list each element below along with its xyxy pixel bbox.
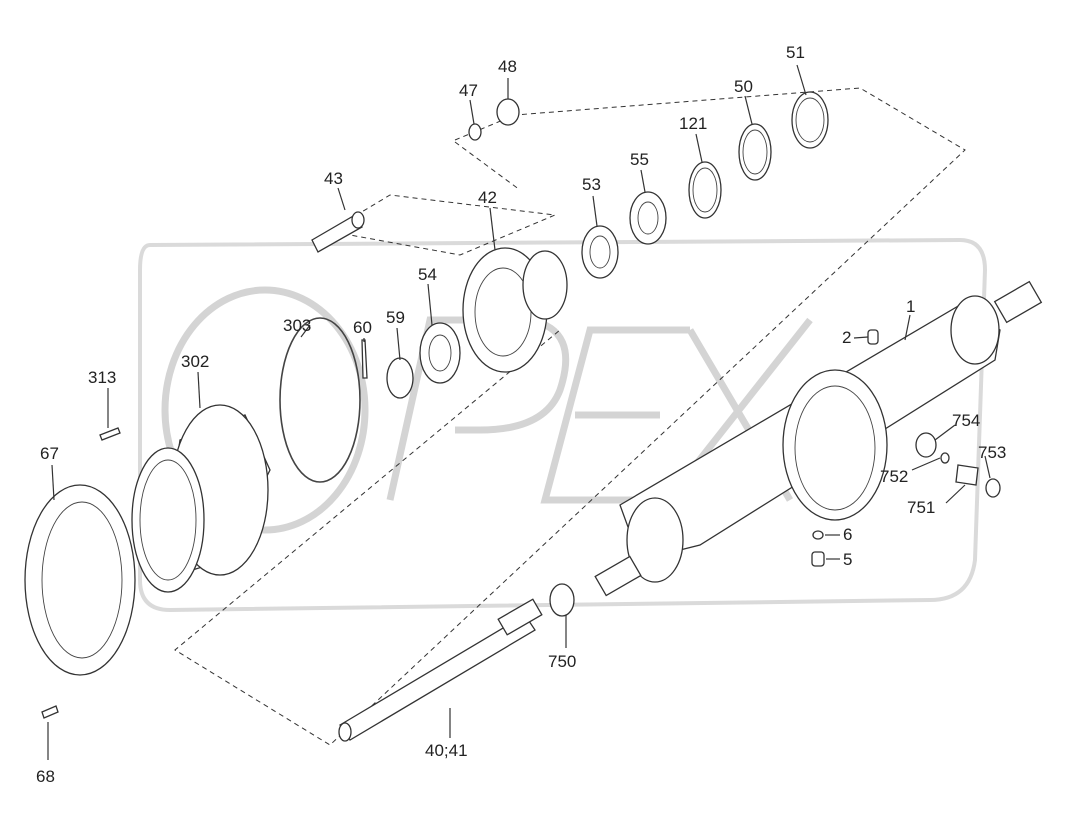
- label-121: 121: [679, 114, 707, 133]
- nut-part-48: [496, 98, 520, 126]
- label-6: 6: [843, 525, 852, 544]
- label-67: 67: [40, 444, 59, 463]
- label-43: 43: [324, 169, 343, 188]
- label-750: 750: [548, 652, 576, 671]
- label-1: 1: [906, 297, 915, 316]
- label-751: 751: [907, 498, 935, 517]
- axle-housing-part-1: [594, 280, 1043, 597]
- sleeve-part-750: [549, 583, 575, 617]
- label-303: 303: [283, 316, 311, 335]
- watermark-letter-e: [540, 326, 690, 504]
- part-labels: 51 50 121 55 53 48 47 43 42 54 59 60 303…: [36, 43, 1006, 786]
- label-53: 53: [582, 175, 601, 194]
- washer-part-754: [915, 432, 937, 458]
- label-54: 54: [418, 265, 437, 284]
- label-68: 68: [36, 767, 55, 786]
- label-42: 42: [478, 188, 497, 207]
- ring-part-753: [985, 478, 1001, 498]
- label-60: 60: [353, 318, 372, 337]
- ring-part-121: [688, 161, 722, 219]
- plug-part-5: [811, 551, 825, 567]
- label-752: 752: [880, 467, 908, 486]
- axle-shaft-part-40-41: [338, 598, 543, 742]
- seal-part-752: [940, 452, 950, 464]
- wheel-hub-part-42: [462, 247, 568, 373]
- bolt-part-313: [99, 427, 121, 441]
- o-ring-part-303: [279, 317, 361, 483]
- seal-part-6: [812, 530, 824, 540]
- bolt-part-68: [41, 705, 59, 719]
- bearing-part-54: [419, 322, 461, 384]
- bearing-part-53: [581, 225, 619, 279]
- watermark-letter-o: [161, 286, 369, 534]
- label-2: 2: [842, 328, 851, 347]
- gasket-part-67: [24, 484, 136, 676]
- label-40-41: 40;41: [425, 741, 468, 760]
- label-5: 5: [843, 550, 852, 569]
- ring-part-51: [791, 91, 829, 149]
- pin-part-60: [361, 339, 368, 379]
- nut-part-59: [386, 357, 414, 399]
- label-47: 47: [459, 81, 478, 100]
- label-55: 55: [630, 150, 649, 169]
- label-50: 50: [734, 77, 753, 96]
- label-51: 51: [786, 43, 805, 62]
- label-48: 48: [498, 57, 517, 76]
- plug-part-2: [867, 329, 879, 345]
- label-754: 754: [952, 411, 980, 430]
- bearing-part-55: [629, 191, 667, 245]
- breather-part-751: [955, 464, 979, 486]
- brake-drum-part-302: [131, 404, 271, 593]
- label-59: 59: [386, 308, 405, 327]
- label-302: 302: [181, 352, 209, 371]
- stud-part-43: [311, 211, 365, 253]
- label-753: 753: [978, 443, 1006, 462]
- ring-part-50: [738, 123, 772, 181]
- label-313: 313: [88, 368, 116, 387]
- leader-lines: [47, 64, 991, 760]
